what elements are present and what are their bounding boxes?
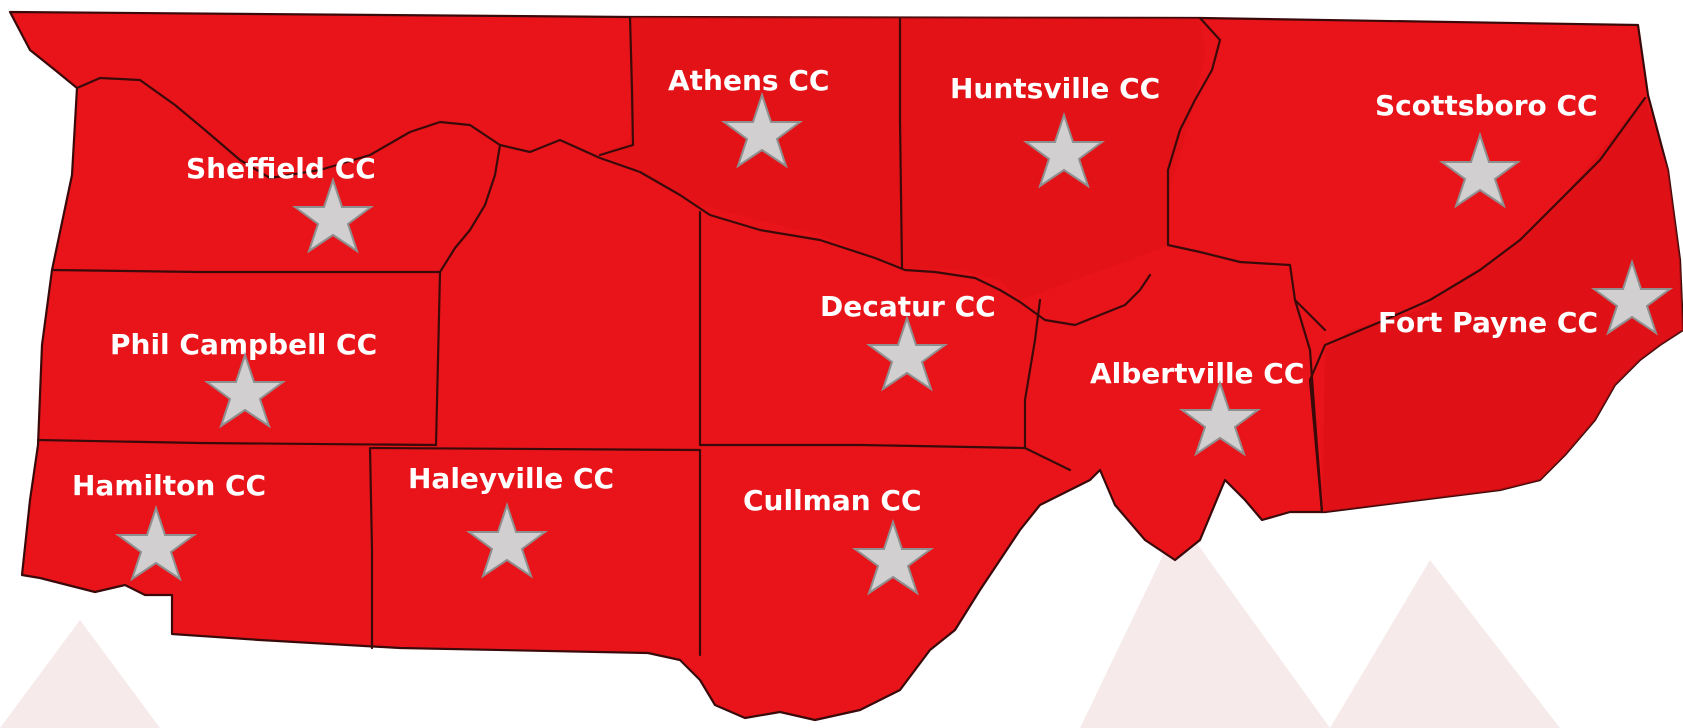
marker-label: Huntsville CC bbox=[950, 72, 1160, 105]
star-icon bbox=[114, 504, 198, 582]
marker-label: Athens CC bbox=[668, 64, 829, 97]
star-icon bbox=[851, 518, 935, 596]
marker-label: Phil Campbell CC bbox=[110, 328, 377, 361]
marker-huntsville[interactable]: Huntsville CC bbox=[950, 72, 1160, 189]
star-icon bbox=[1178, 379, 1262, 457]
star-icon bbox=[1590, 258, 1674, 336]
region-shade-east bbox=[1322, 98, 1683, 512]
marker-hamilton[interactable]: Hamilton CC bbox=[72, 469, 266, 582]
county-boundaries bbox=[36, 15, 1647, 657]
marker-sheffield[interactable]: Sheffield CC bbox=[186, 152, 376, 254]
marker-label: Scottsboro CC bbox=[1375, 89, 1598, 122]
marker-scottsboro[interactable]: Scottsboro CC bbox=[1375, 89, 1598, 209]
marker-label: Hamilton CC bbox=[72, 469, 266, 502]
star-icon bbox=[1438, 131, 1522, 209]
marker-haleyville[interactable]: Haleyville CC bbox=[408, 462, 614, 579]
marker-albertville[interactable]: Albertville CC bbox=[1090, 357, 1304, 457]
marker-label: Albertville CC bbox=[1090, 357, 1304, 390]
background-watermark bbox=[0, 520, 1560, 728]
star-icon bbox=[203, 351, 287, 429]
marker-fort-payne[interactable]: Fort Payne CC bbox=[1378, 258, 1674, 339]
markers-layer: Athens CC Huntsville CC Scottsboro CC Sh… bbox=[72, 64, 1674, 596]
star-icon bbox=[291, 176, 375, 254]
marker-athens[interactable]: Athens CC bbox=[668, 64, 829, 169]
marker-cullman[interactable]: Cullman CC bbox=[743, 484, 935, 596]
marker-decatur[interactable]: Decatur CC bbox=[820, 290, 996, 392]
marker-label: Sheffield CC bbox=[186, 152, 376, 185]
marker-phil-campbell[interactable]: Phil Campbell CC bbox=[110, 328, 377, 429]
star-icon bbox=[1022, 111, 1106, 189]
star-icon bbox=[720, 91, 804, 169]
star-icon bbox=[865, 314, 949, 392]
region-shade-north bbox=[600, 17, 1205, 300]
marker-label: Fort Payne CC bbox=[1378, 306, 1598, 339]
marker-label: Haleyville CC bbox=[408, 462, 614, 495]
star-icon bbox=[465, 501, 549, 579]
marker-label: Cullman CC bbox=[743, 484, 922, 517]
